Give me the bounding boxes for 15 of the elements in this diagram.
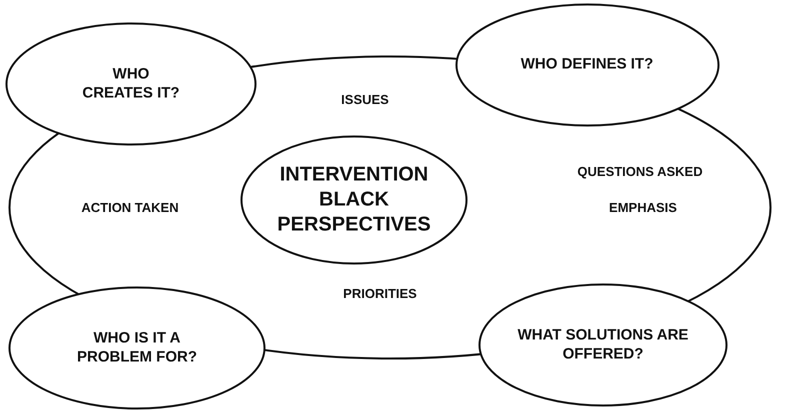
center-ellipse [240,135,468,265]
node-label: WHAT SOLUTIONS ARE OFFERED? [516,326,690,364]
node-label: WHO CREATES IT? [81,65,181,103]
ellipse-shape [455,3,720,127]
ellipse-shape [478,283,728,407]
node-label: WHO DEFINES IT? [520,56,654,74]
node-label: ISSUES [341,92,389,108]
node-label: ACTION TAKEN [81,200,179,216]
node-label: QUESTIONS ASKED [577,164,703,180]
node-label: WHO IS IT A PROBLEM FOR? [76,329,198,367]
node-label: INTERVENTION BLACK PERSPECTIVES [276,162,432,238]
ellipse-shape [8,286,266,410]
node-label: PRIORITIES [343,286,417,302]
ellipse-shape [5,22,257,146]
node-label: EMPHASIS [609,200,677,216]
